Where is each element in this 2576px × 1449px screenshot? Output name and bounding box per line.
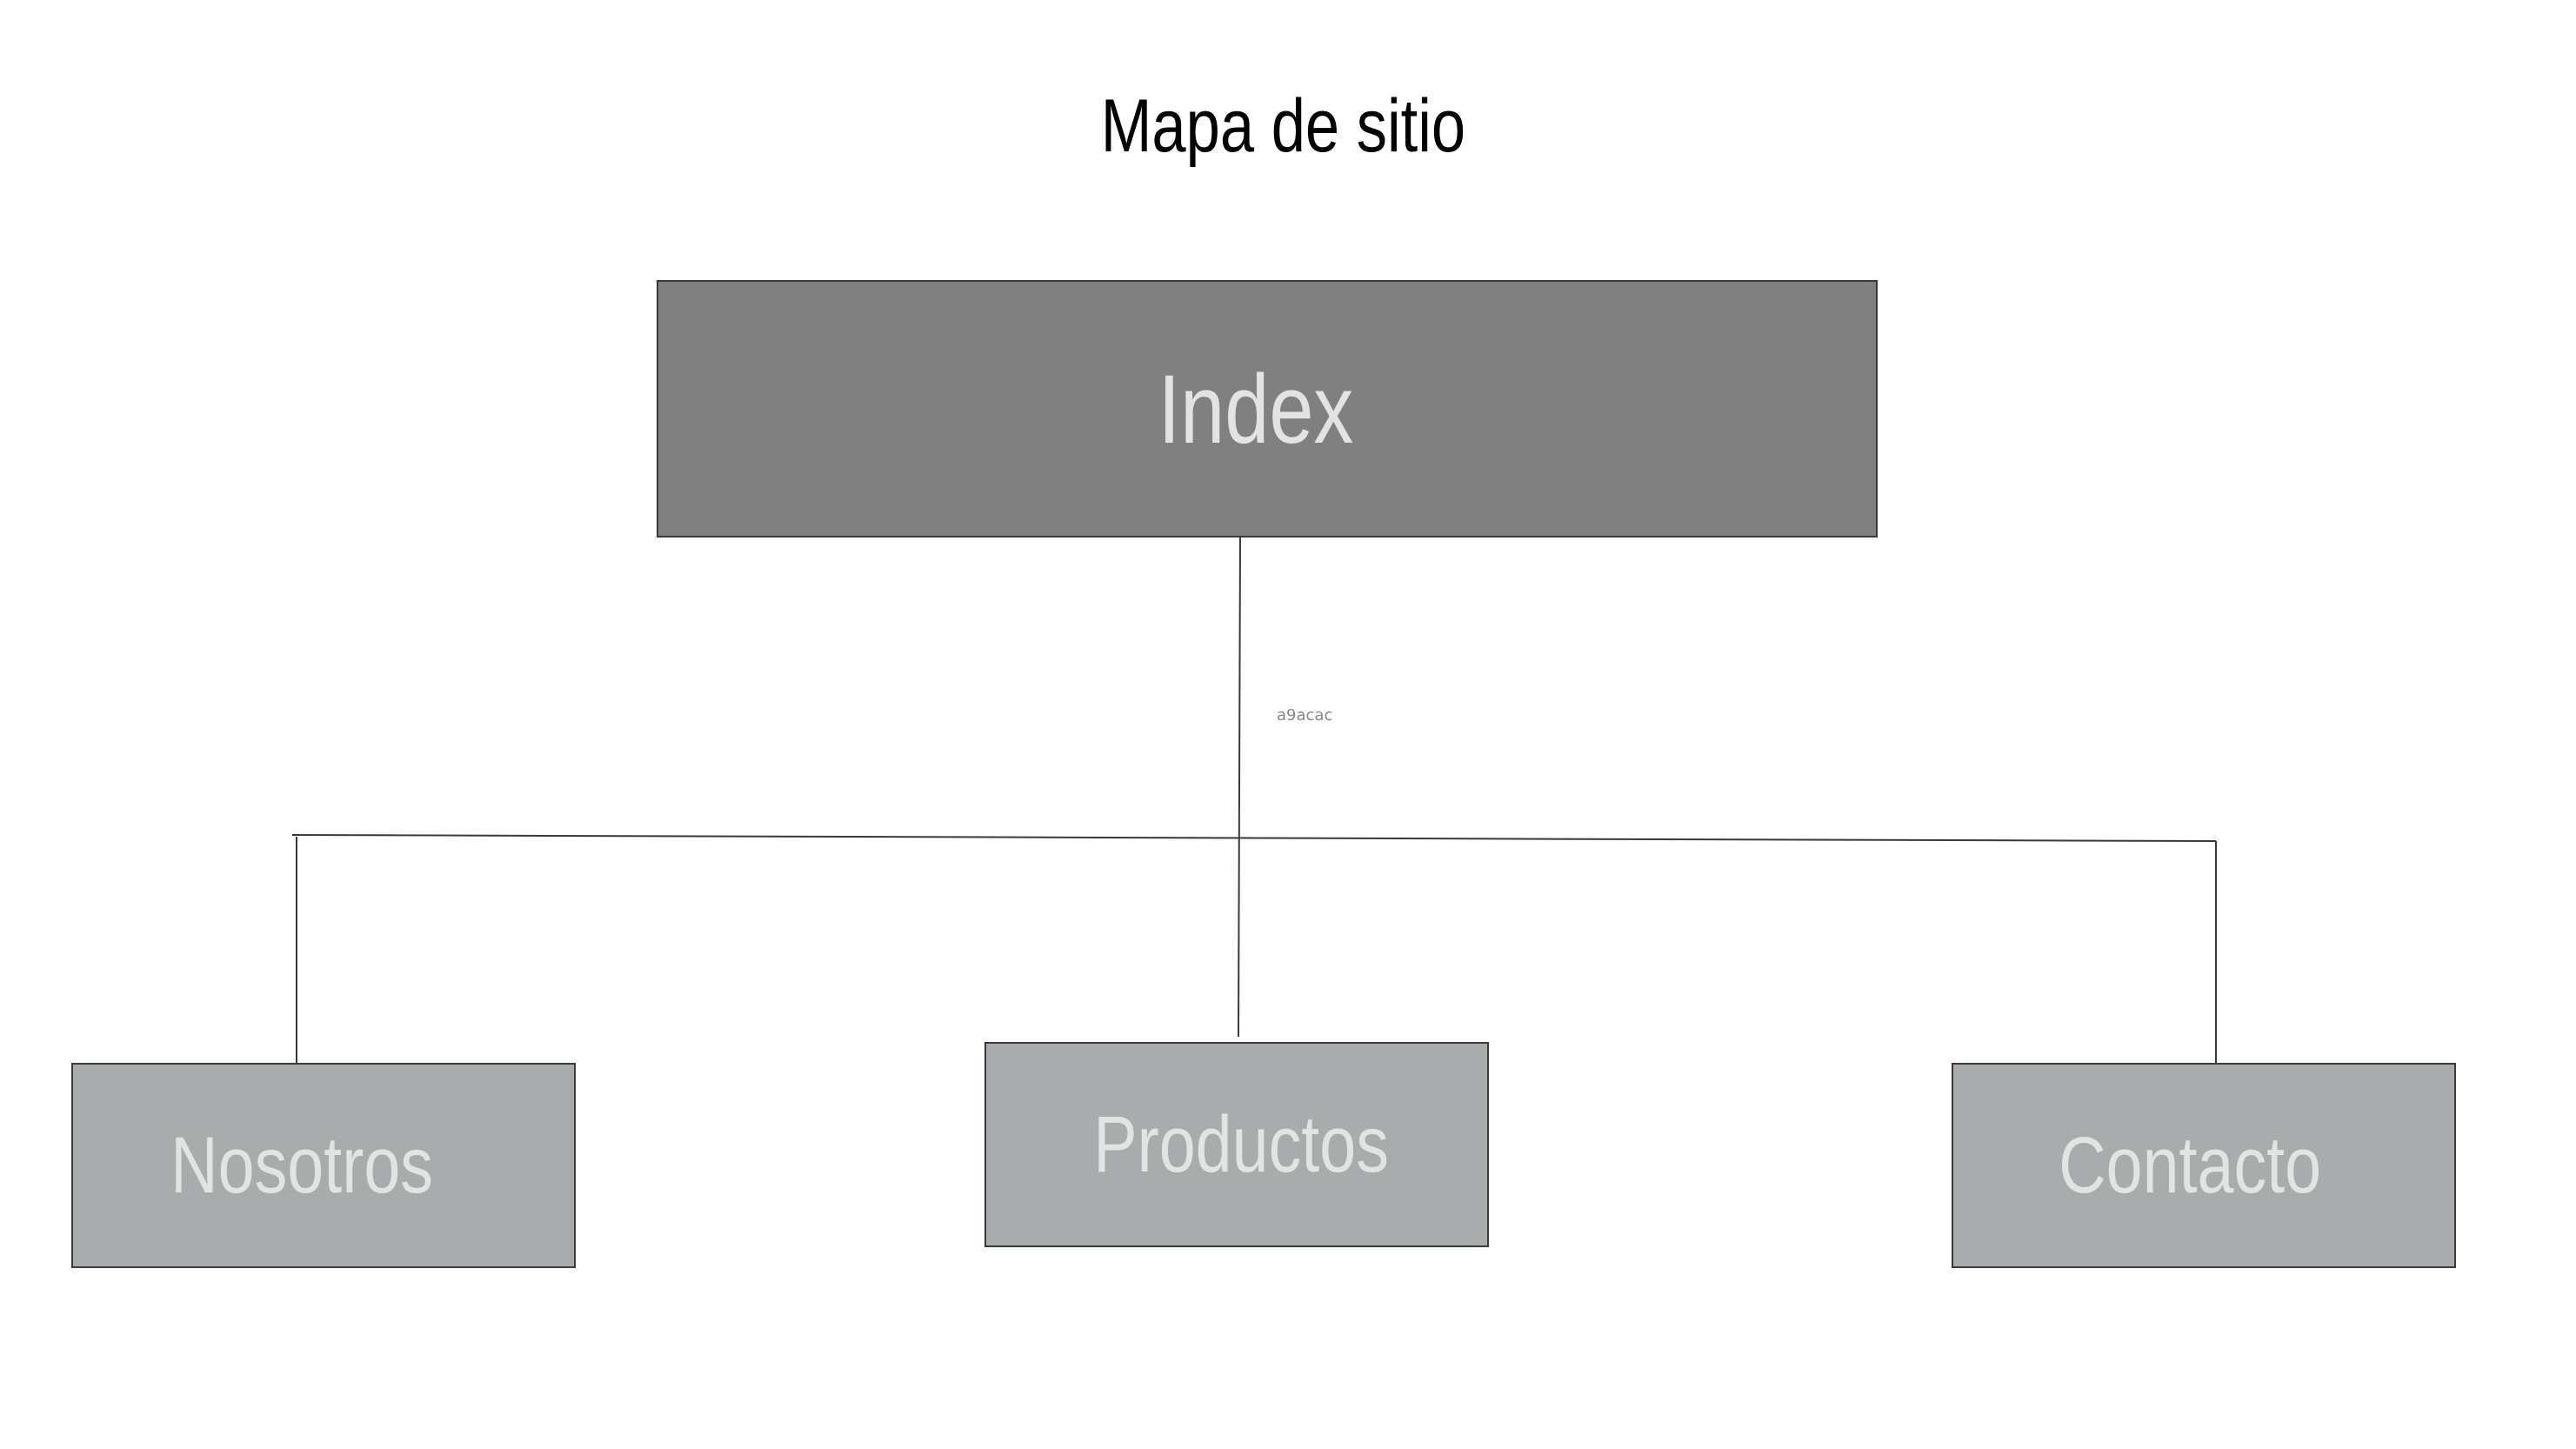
node-index: Index	[657, 280, 1878, 538]
diagram-title: Mapa de sitio	[1100, 84, 1466, 168]
node-index-label: Index	[1158, 354, 1354, 464]
node-productos-label: Productos	[1093, 1099, 1389, 1189]
node-contacto-label: Contacto	[2059, 1120, 2321, 1210]
node-nosotros-label: Nosotros	[170, 1120, 433, 1210]
connector-root-trunk	[1238, 537, 1241, 1038]
connector-horizontal-bus	[291, 834, 2217, 842]
node-nosotros: Nosotros	[71, 1063, 576, 1268]
node-contacto: Contacto	[1952, 1063, 2456, 1268]
node-productos: Productos	[984, 1042, 1489, 1247]
stray-text-label: a9acac	[1277, 706, 1333, 724]
